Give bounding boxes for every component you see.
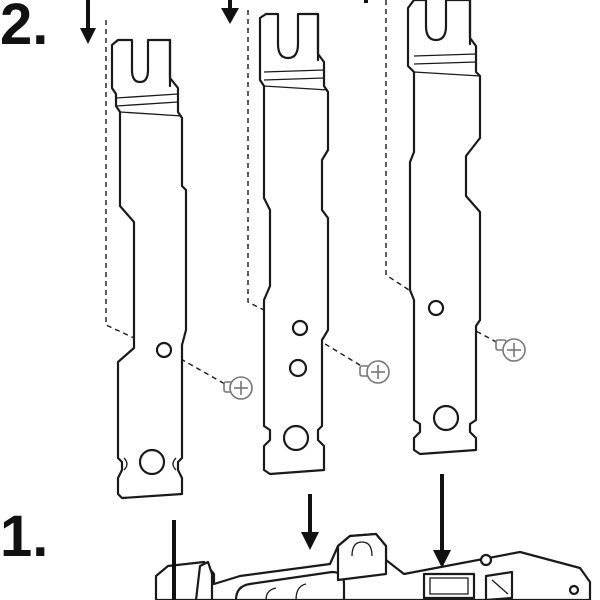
base-unit: [154, 532, 592, 600]
bracket-right: [406, 0, 482, 456]
bracket-middle: [258, 12, 330, 476]
step-1-label: 1.: [0, 504, 48, 569]
screw-middle: [359, 360, 390, 384]
screw-left: [223, 376, 253, 400]
top-arrow-1: [80, 0, 96, 44]
screw-right: [495, 338, 526, 362]
bottom-arrow-right: [433, 474, 451, 568]
step-2-label: 2.: [0, 0, 48, 57]
bottom-arrow-middle: [301, 494, 319, 550]
bracket-left: [110, 38, 188, 500]
top-arrow-2: [221, 0, 239, 24]
